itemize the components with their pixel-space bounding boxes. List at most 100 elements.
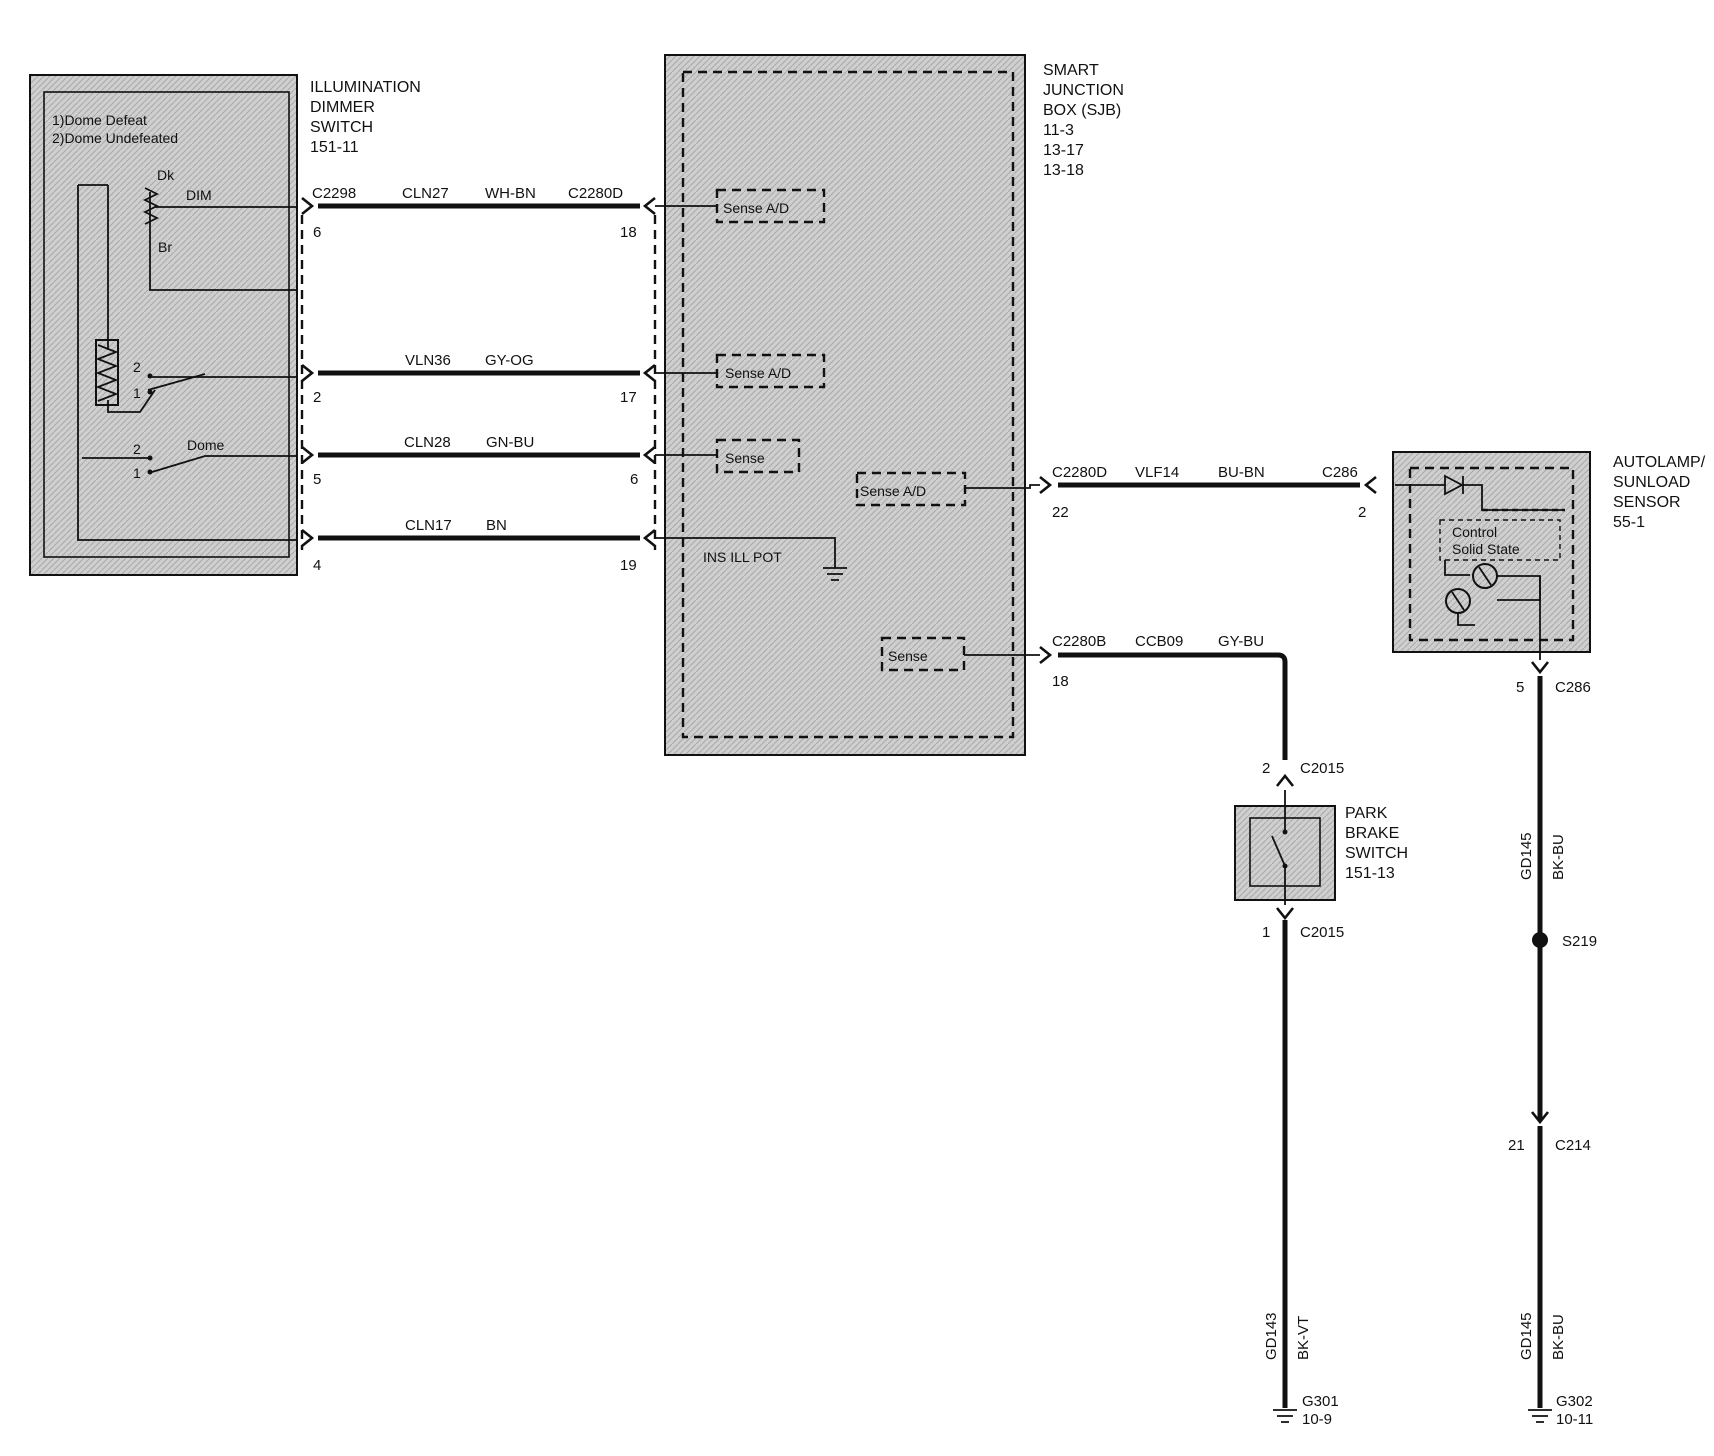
dimmer-pos-2b: 2 <box>133 441 141 457</box>
park-branch-ground: G301 <box>1302 1393 1339 1410</box>
dimmer-pos-1b: 1 <box>133 465 141 481</box>
autolamp-branch-c214-pin: 21 <box>1508 1137 1525 1154</box>
sjb-title-line-2: JUNCTION <box>1043 82 1124 99</box>
dimmer-dk-label: Dk <box>157 167 175 183</box>
wire-vlf14-pin-right: 2 <box>1358 504 1366 521</box>
autolamp-title: AUTOLAMP/ SUNLOAD SENSOR 55-1 <box>1613 454 1706 531</box>
dimmer-legend-line-1: 1)Dome Defeat <box>52 112 147 128</box>
park-branch-circuit: GD143 <box>1263 1312 1280 1360</box>
dimmer-title-line-3: SWITCH <box>310 119 373 136</box>
autolamp-branch-ground-ref: 10-11 <box>1556 1411 1593 1428</box>
wire-ccb09-circuit: CCB09 <box>1135 633 1183 650</box>
park-branch-bottom-conn: C2015 <box>1300 924 1344 941</box>
wire-cln27-circuit: CLN27 <box>402 185 449 202</box>
sjb-sense-3-label: Sense <box>725 450 765 466</box>
park-title-line-4: 151-13 <box>1345 865 1395 882</box>
park-branch-bottom-pin: 1 <box>1262 924 1270 941</box>
wire-vln36-pin-left: 2 <box>313 389 321 406</box>
wire-cln17-pin-right: 19 <box>620 557 637 574</box>
dimmer-pos-1a: 1 <box>133 385 141 401</box>
sjb-ins-ill-pot-label: INS ILL POT <box>703 549 782 565</box>
wire-cln28-circuit: CLN28 <box>404 434 451 451</box>
wire-vln36-color: GY-OG <box>485 352 534 369</box>
park-brake-switch <box>1234 773 1336 921</box>
wire-cln17-circuit: CLN17 <box>405 517 452 534</box>
wire-ccb09-conn: C2280B <box>1052 633 1106 650</box>
smart-junction-box <box>664 54 1026 756</box>
wire-vln36: VLN36 GY-OG 2 17 <box>301 352 656 406</box>
dimmer-br-label: Br <box>158 239 172 255</box>
wire-cln27-pin-right: 18 <box>620 224 637 241</box>
autolamp-branch-color-2: BK-BU <box>1550 1314 1567 1360</box>
autolamp-branch-circuit-2: GD145 <box>1518 1312 1535 1360</box>
sjb-sense-2-label: Sense A/D <box>725 365 791 381</box>
park-branch-top-conn: C2015 <box>1300 760 1344 777</box>
wire-cln27-conn-right: C2280D <box>568 185 623 202</box>
sjb-title-line-3: BOX (SJB) <box>1043 102 1121 119</box>
wire-cln28-color: GN-BU <box>486 434 534 451</box>
wire-vlf14-circuit: VLF14 <box>1135 464 1179 481</box>
dimmer-dim-label: DIM <box>186 187 212 203</box>
sjb-sense-5: Sense <box>880 636 966 672</box>
wire-vlf14-conn-left: C2280D <box>1052 464 1107 481</box>
sjb-sense-5-label: Sense <box>888 648 928 664</box>
autolamp-branch-top-conn: C286 <box>1555 679 1591 696</box>
sjb-sense-4: Sense A/D <box>855 471 967 507</box>
sjb-ins-ill-pot: INS ILL POT <box>655 537 847 581</box>
dimmer-pos-2a: 2 <box>133 359 141 375</box>
wire-cln28: CLN28 GN-BU 5 6 <box>301 434 656 488</box>
illumination-dimmer-switch: 1)Dome Defeat 2)Dome Undefeated Dk DIM B… <box>29 74 298 576</box>
autolamp-inner-line-2: Solid State <box>1452 541 1520 557</box>
wire-vln36-pin-right: 17 <box>620 389 637 406</box>
sjb-title-line-6: 13-18 <box>1043 162 1084 179</box>
sjb-sense-1: Sense A/D <box>655 188 826 224</box>
park-title-line-2: BRAKE <box>1345 825 1399 842</box>
splice-s219 <box>1532 932 1548 948</box>
wire-vlf14-color: BU-BN <box>1218 464 1265 481</box>
wire-ccb09: C2280B CCB09 GY-BU 18 <box>964 633 1288 760</box>
park-branch-ground-ref: 10-9 <box>1302 1411 1332 1428</box>
wire-cln28-pin-right: 6 <box>630 471 638 488</box>
autolamp-title-line-1: AUTOLAMP/ <box>1613 454 1706 471</box>
wire-vlf14-pin-left: 22 <box>1052 504 1069 521</box>
park-ground-branch: 2 C2015 1 C2015 GD143 BK-VT G301 10-9 <box>1262 760 1344 1428</box>
sjb-title-line-5: 13-17 <box>1043 142 1084 159</box>
sjb-sense-1-label: Sense A/D <box>723 200 789 216</box>
autolamp-sunload-sensor: Control Solid State <box>1392 451 1591 660</box>
wire-ccb09-color: GY-BU <box>1218 633 1264 650</box>
wire-cln27-pin-left: 6 <box>313 224 321 241</box>
dimmer-dome-label: Dome <box>187 437 225 453</box>
autolamp-branch-ground: G302 <box>1556 1393 1593 1410</box>
sjb-sense-4-label: Sense A/D <box>860 483 926 499</box>
autolamp-title-line-4: 55-1 <box>1613 514 1645 531</box>
wire-cln28-pin-left: 5 <box>313 471 321 488</box>
wire-cln17-pin-left: 4 <box>313 557 321 574</box>
dimmer-title: ILLUMINATION DIMMER SWITCH 151-11 <box>310 79 421 156</box>
wire-cln17-color: BN <box>486 517 507 534</box>
dimmer-title-line-2: DIMMER <box>310 99 375 116</box>
autolamp-title-line-2: SUNLOAD <box>1613 474 1690 491</box>
wire-cln27-color: WH-BN <box>485 185 536 202</box>
autolamp-branch-color: BK-BU <box>1550 834 1567 880</box>
sjb-sense-3: Sense <box>655 438 801 474</box>
dimmer-title-line-4: 151-11 <box>310 139 359 156</box>
wire-vlf14-conn-right: C286 <box>1322 464 1358 481</box>
dimmer-legend-line-2: 2)Dome Undefeated <box>52 130 178 146</box>
wire-cln27: C2298 CLN27 WH-BN C2280D 6 18 <box>301 185 656 241</box>
autolamp-branch-circuit: GD145 <box>1518 832 1535 880</box>
autolamp-ground-branch: 5 C286 GD145 BK-BU S219 21 C214 GD145 BK… <box>1508 661 1597 1428</box>
wire-ccb09-pin: 18 <box>1052 673 1069 690</box>
sjb-sense-2: Sense A/D <box>655 353 826 389</box>
sjb-title: SMART JUNCTION BOX (SJB) 11-3 13-17 13-1… <box>1043 62 1124 179</box>
autolamp-branch-top-pin: 5 <box>1516 679 1524 696</box>
wire-cln17: CLN17 BN 4 19 <box>301 517 656 574</box>
wire-vlf14: C2280D VLF14 BU-BN C286 22 2 <box>965 464 1377 521</box>
wire-cln27-conn-left: C2298 <box>312 185 356 202</box>
autolamp-title-line-3: SENSOR <box>1613 494 1681 511</box>
park-branch-top-pin: 2 <box>1262 760 1270 777</box>
wire-vln36-circuit: VLN36 <box>405 352 451 369</box>
autolamp-inner-line-1: Control <box>1452 524 1497 540</box>
park-branch-color: BK-VT <box>1295 1316 1312 1360</box>
park-title-line-1: PARK <box>1345 805 1388 822</box>
